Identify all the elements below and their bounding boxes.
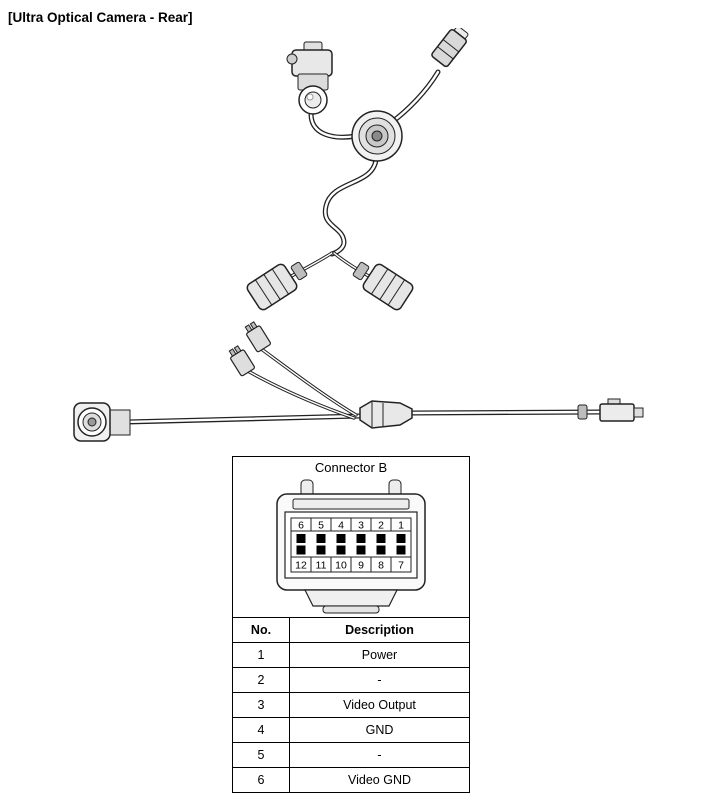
cable-grommet xyxy=(359,400,413,429)
pin-number-label: 1 xyxy=(398,520,404,532)
pin-number-label: 5 xyxy=(318,520,324,532)
pin-number: 3 xyxy=(232,692,290,718)
pin-number-label: 6 xyxy=(298,520,304,532)
pin-description: - xyxy=(289,667,470,693)
small-branch-connector xyxy=(244,321,271,353)
pin-number-label: 8 xyxy=(378,560,384,572)
pin-number-label: 2 xyxy=(378,520,384,532)
cable-collar xyxy=(577,404,588,420)
pin-number: 4 xyxy=(232,717,290,743)
pin-number-label: 10 xyxy=(335,560,347,572)
camera-extension-cable-diagram xyxy=(73,321,644,442)
pin-number: 2 xyxy=(232,667,290,693)
pin-description: - xyxy=(289,742,470,768)
pin-description: GND xyxy=(289,717,470,743)
table-row: 5 - xyxy=(232,742,470,768)
rear-camera-harness-diagram xyxy=(246,28,469,311)
page-title: [Ultra Optical Camera - Rear] xyxy=(8,10,193,25)
table-header-description: Description xyxy=(289,617,470,643)
branch-connector-left xyxy=(246,263,298,311)
table-row: 4 GND xyxy=(232,717,470,743)
pin-number-label: 12 xyxy=(295,560,307,572)
table-row: 2 - xyxy=(232,667,470,693)
pin-field: 6 5 4 3 2 1 12 11 10 9 8 7 xyxy=(290,517,412,573)
pin-description: Video Output xyxy=(289,692,470,718)
pin-number-label: 4 xyxy=(338,520,344,532)
connector-b-pin-diagram: 6 5 4 3 2 1 12 11 10 9 8 7 xyxy=(276,479,426,614)
table-row: 3 Video Output xyxy=(232,692,470,718)
pin-description: Power xyxy=(289,642,470,668)
pin-number: 1 xyxy=(232,642,290,668)
table-header-row: No. Description xyxy=(232,617,470,643)
pin-number-label: 3 xyxy=(358,520,364,532)
pin-number: 5 xyxy=(232,742,290,768)
connector-drawing-cell: Connector B xyxy=(232,456,470,618)
harness-end-connector xyxy=(599,398,644,422)
cable-grommet xyxy=(351,110,403,162)
camera-unit xyxy=(286,41,333,115)
connector-pinout-table: Connector B xyxy=(232,456,470,793)
pin-number: 6 xyxy=(232,767,290,793)
pin-number-label: 7 xyxy=(398,560,404,572)
connector-title: Connector B xyxy=(314,460,388,475)
top-connector xyxy=(431,28,469,68)
table-header-no: No. xyxy=(232,617,290,643)
cable-collar xyxy=(290,261,308,281)
pin-description: Video GND xyxy=(289,767,470,793)
branch-connector-right xyxy=(362,263,414,311)
small-branch-connector xyxy=(228,345,255,377)
pin-number-label: 9 xyxy=(358,560,364,572)
cable-collar xyxy=(352,261,370,281)
pin-number-label: 11 xyxy=(316,560,327,572)
table-row: 6 Video GND xyxy=(232,767,470,793)
camera-socket-connector xyxy=(73,402,131,442)
table-row: 1 Power xyxy=(232,642,470,668)
